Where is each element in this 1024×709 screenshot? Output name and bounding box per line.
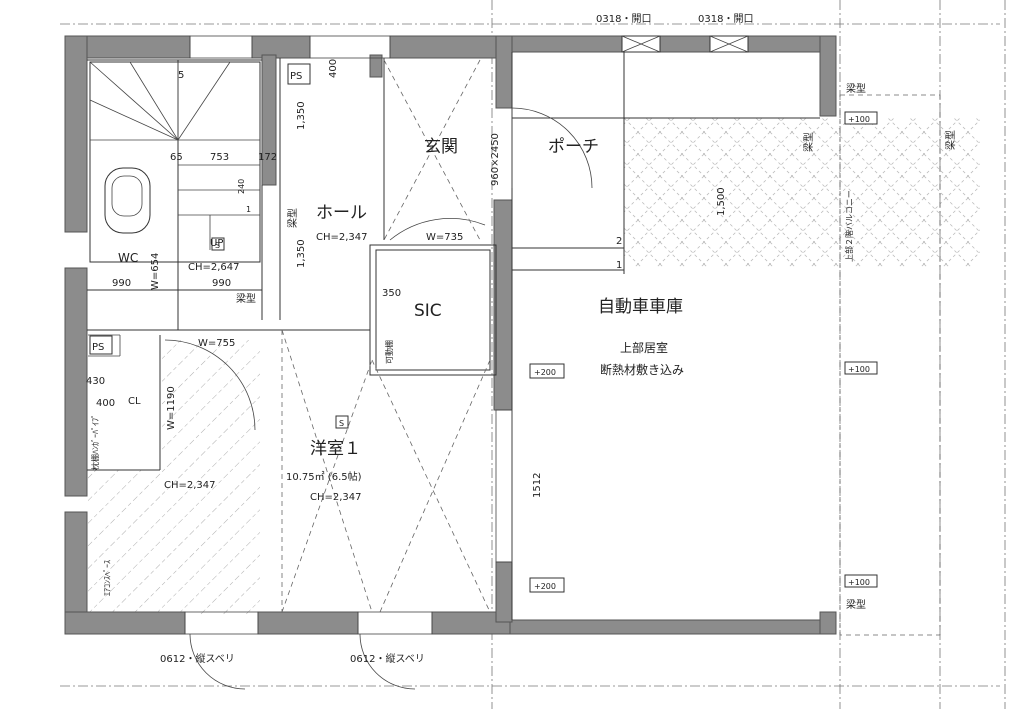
s-marker-bedroom: S xyxy=(339,419,344,428)
dim-65: 65 xyxy=(170,152,183,163)
dim-172: 172 xyxy=(258,152,277,163)
dim-430: 430 xyxy=(86,376,105,387)
dim-step-2: 2 xyxy=(616,236,622,247)
dim-1500: 1,500 xyxy=(716,187,727,216)
beam-label-1: 梁型 xyxy=(236,292,256,305)
aircon-space-label: ｴｱｺﾝｽﾍﾟｰｽ xyxy=(103,560,112,596)
door-swings xyxy=(164,107,593,690)
ch-closet: CH=2,347 xyxy=(164,480,216,491)
dim-240: 240 xyxy=(237,179,246,194)
staircase xyxy=(89,61,261,263)
dim-1: 1 xyxy=(246,205,251,214)
dim-990-a: 990 xyxy=(112,278,131,289)
room-wc: WC xyxy=(118,251,138,265)
room-garage: 自動車車庫 xyxy=(598,297,683,317)
window-label-top-2: 0318・開口 xyxy=(698,13,753,25)
balcony-label: 上部２階バルコニー xyxy=(844,190,854,262)
room-hall: ホール xyxy=(316,203,367,223)
s-marker-stair: S xyxy=(215,241,220,250)
level-plus100-c: +100 xyxy=(848,578,870,587)
walls xyxy=(64,35,837,635)
dim-1512: 1512 xyxy=(532,473,543,498)
dim-400: 400 xyxy=(328,59,339,78)
garage-note-2: 断熱材敷き込み xyxy=(600,362,684,377)
dim-1350-b: 1,350 xyxy=(296,239,307,268)
garage-note-1: 上部居室 xyxy=(620,340,668,355)
width-wc: W=654 xyxy=(150,253,161,290)
beam-label-3: 梁型 xyxy=(846,82,866,95)
closet-hatch xyxy=(88,470,260,615)
ch-stair: CH=2,647 xyxy=(188,262,240,273)
level-plus100-a: +100 xyxy=(848,115,870,124)
beam-label-2: 梁型 xyxy=(286,208,299,228)
width-hall-door: W=735 xyxy=(426,232,463,243)
beam-label-6: 梁型 xyxy=(846,598,866,611)
beam-label-5: 梁型 xyxy=(944,130,957,150)
room-porch: ポーチ xyxy=(548,137,599,157)
corridor-hatch xyxy=(160,340,260,470)
shelf-label: 枕棚ﾊﾝｶﾞｰﾊﾟｲﾌﾟ xyxy=(90,414,100,470)
window-label-top-1: 0318・開口 xyxy=(596,13,651,25)
dim-990-b: 990 xyxy=(212,278,231,289)
dim-350: 350 xyxy=(382,288,401,299)
toilet-fixture xyxy=(104,167,151,234)
level-plus100-b: +100 xyxy=(848,365,870,374)
dim-1350-a: 1,350 xyxy=(296,101,307,130)
dim-step-1: 1 xyxy=(616,260,622,271)
balcony-outline xyxy=(839,94,941,636)
ps-label-top: PS xyxy=(290,71,302,82)
level-plus200-b: +200 xyxy=(534,582,556,591)
room-sic: SIC xyxy=(414,301,442,321)
room-bedroom: 洋室１ xyxy=(310,439,361,459)
up-label: UP xyxy=(210,238,223,249)
window-label-1: 0612・縦スベリ xyxy=(160,652,235,665)
window-label-2: 0612・縦スベリ xyxy=(350,652,425,665)
bedroom-area: 10.75㎡ (6.5帖) xyxy=(286,470,362,483)
balcony-hatch xyxy=(624,118,980,268)
room-genkan: 玄関 xyxy=(424,137,458,157)
beam-label-4: 梁型 xyxy=(802,132,815,152)
width-closet: W=1190 xyxy=(166,386,177,430)
top-windows xyxy=(184,35,749,635)
level-markers: +200 +200 +100 +100 +100 xyxy=(529,111,878,593)
level-plus200-a: +200 xyxy=(534,368,556,377)
room-diagonals xyxy=(281,59,491,613)
dim-5: 5 xyxy=(178,70,184,81)
width-bedroom-door: W=755 xyxy=(198,338,235,349)
dim-753: 753 xyxy=(210,152,229,163)
ch-hall: CH=2,347 xyxy=(316,232,368,243)
dim-door-size: 960×2450 xyxy=(490,133,501,186)
dim-400-b: 400 xyxy=(96,398,115,409)
room-cl: CL xyxy=(128,396,141,407)
ps-label-closet: PS xyxy=(92,342,104,353)
ch-bedroom: CH=2,347 xyxy=(310,492,362,503)
movable-shelf-label: 可動棚 xyxy=(384,340,394,364)
